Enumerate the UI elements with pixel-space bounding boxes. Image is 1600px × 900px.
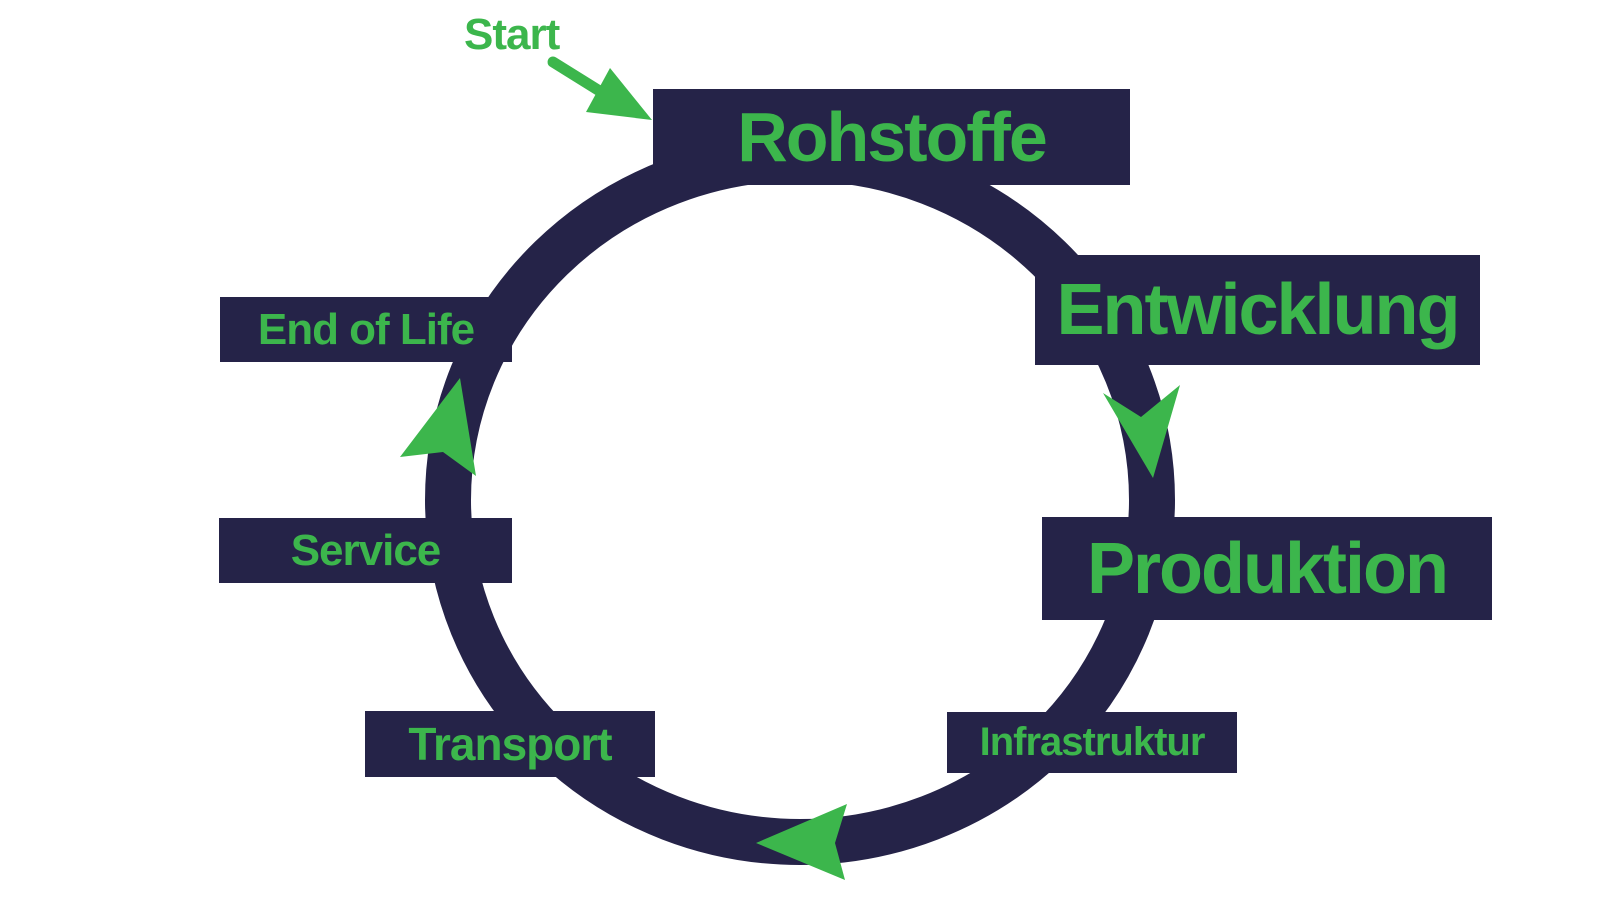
start-arrow-icon <box>547 56 652 120</box>
flow-arrow-up-icon <box>400 378 476 476</box>
stage-label-infrastruktur: Infrastruktur <box>979 720 1206 764</box>
stage-label-entwicklung: Entwicklung <box>1056 270 1460 350</box>
stage-box-produktion: Produktion <box>1042 517 1492 620</box>
stage-label-rohstoffe: Rohstoffe <box>737 98 1048 176</box>
stage-box-infrastruktur: Infrastruktur <box>947 712 1237 773</box>
stage-label-produktion: Produktion <box>1087 528 1449 609</box>
stage-label-service: Service <box>290 525 442 575</box>
stage-box-end-of-life: End of Life <box>220 297 512 362</box>
stage-box-entwicklung: Entwicklung <box>1035 255 1480 365</box>
flow-arrow-down-icon <box>1103 385 1180 478</box>
stage-label-end-of-life: End of Life <box>257 304 475 354</box>
stage-label-transport: Transport <box>408 718 612 770</box>
stage-box-service: Service <box>219 518 512 583</box>
flow-arrow-left-icon <box>756 804 847 880</box>
stage-box-transport: Transport <box>365 711 655 777</box>
stage-box-rohstoffe: Rohstoffe <box>653 89 1130 185</box>
start-label: Start <box>464 10 560 59</box>
